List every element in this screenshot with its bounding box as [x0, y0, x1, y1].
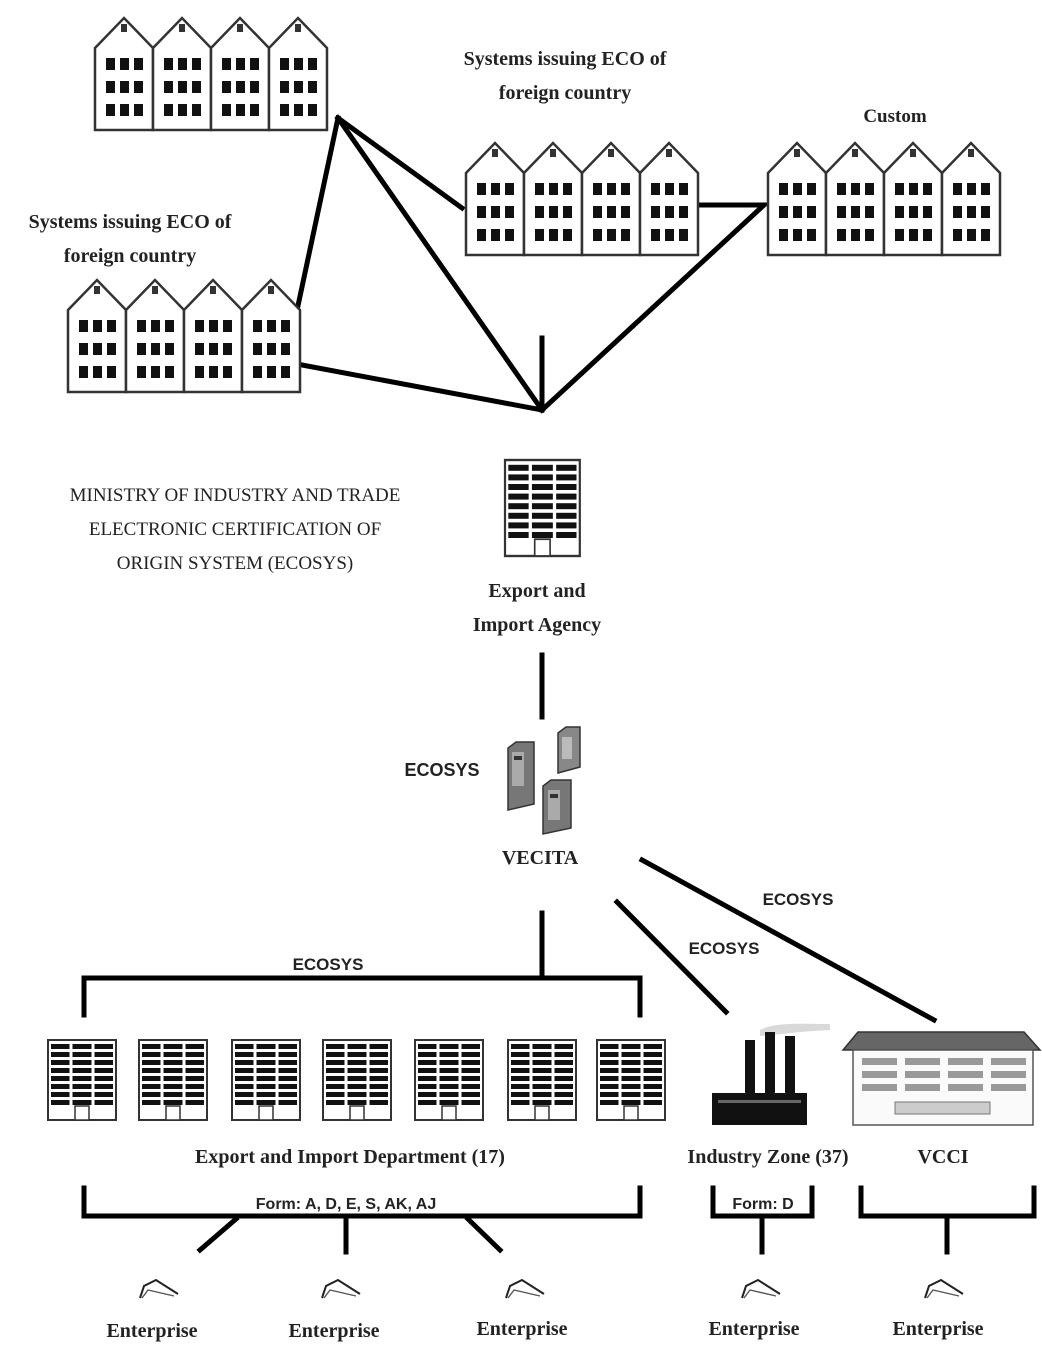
department-office-icon	[137, 1038, 209, 1122]
enterprise-icon	[924, 1279, 964, 1299]
custom-label: Custom	[863, 106, 927, 127]
ecosys-server-label: ECOSYS	[404, 760, 479, 780]
department-office-icon	[413, 1038, 485, 1122]
link-center-custom	[538, 202, 771, 414]
ministry-label-line1: MINISTRY OF INDUSTRY AND TRADE	[70, 485, 401, 506]
ecosys-dept-label: ECOSYS	[293, 955, 364, 974]
enterprise-icon	[139, 1279, 179, 1299]
department-office-icon	[506, 1038, 578, 1122]
enterprise-label: Enterprise	[708, 1318, 799, 1340]
server-cluster-icon	[507, 726, 581, 835]
townhouse-left-icon	[68, 280, 300, 392]
form-bracket-vcci	[858, 1185, 1037, 1219]
foreign-left-label-line2: foreign country	[64, 245, 196, 267]
link-dept-bracket	[81, 975, 643, 1018]
ecosys-vcci-label: ECOSYS	[763, 890, 834, 909]
enterprise-label: Enterprise	[476, 1318, 567, 1340]
enterprise-label: Enterprise	[288, 1320, 379, 1342]
vcci-label: VCCI	[917, 1146, 968, 1168]
enterprise-label: Enterprise	[892, 1318, 983, 1340]
link-vecita-zone	[613, 898, 730, 1016]
ministry-label-line3: ORIGIN SYSTEM (ECOSYS)	[117, 553, 353, 574]
factory-icon	[712, 1023, 830, 1125]
link-foreign-top-center	[334, 114, 466, 212]
foreign-left-label-line1: Systems issuing ECO of	[29, 211, 232, 233]
townhouse-top-left-icon	[95, 18, 327, 130]
townhouse-custom-icon	[768, 143, 1000, 255]
ministry-label-line2: ELECTRONIC CERTIFICATION OF	[89, 519, 381, 540]
agency-label-line1: Export and	[488, 580, 585, 602]
connection-lines	[81, 114, 1037, 1255]
link-dept-enterprise-1	[196, 1215, 240, 1254]
vcci-building-icon	[841, 1031, 1042, 1126]
department-office-icon	[595, 1038, 667, 1122]
townhouse-center-icon	[466, 143, 698, 255]
link-foreign-top-left	[334, 114, 546, 414]
form-zone-label: Form: D	[732, 1196, 793, 1213]
enterprise-icon	[741, 1279, 781, 1299]
department-label: Export and Import Department (17)	[195, 1146, 505, 1168]
enterprise-icon	[505, 1279, 545, 1299]
enterprise-icon	[321, 1279, 361, 1299]
agency-label-line2: Import Agency	[473, 614, 601, 636]
foreign-top-label-line2: foreign country	[499, 82, 631, 104]
form-bracket-dept	[81, 1185, 643, 1219]
foreign-top-label-line1: Systems issuing ECO of	[464, 48, 667, 70]
department-office-icon	[230, 1038, 302, 1122]
vecita-label: VECITA	[502, 847, 579, 869]
agency-office-icon	[503, 458, 582, 558]
form-bracket-zone	[710, 1185, 815, 1219]
form-dept-label: Form: A, D, E, S, AK, AJ	[256, 1196, 436, 1213]
department-office-icon	[46, 1038, 118, 1122]
link-vecita-vcci	[638, 856, 938, 1024]
link-dept-enterprise-3	[464, 1215, 504, 1254]
department-offices	[46, 1038, 667, 1122]
ecosys-zone-label: ECOSYS	[689, 939, 760, 958]
enterprise-label: Enterprise	[106, 1320, 197, 1342]
department-office-icon	[321, 1038, 393, 1122]
industry-zone-label: Industry Zone (37)	[687, 1146, 848, 1168]
